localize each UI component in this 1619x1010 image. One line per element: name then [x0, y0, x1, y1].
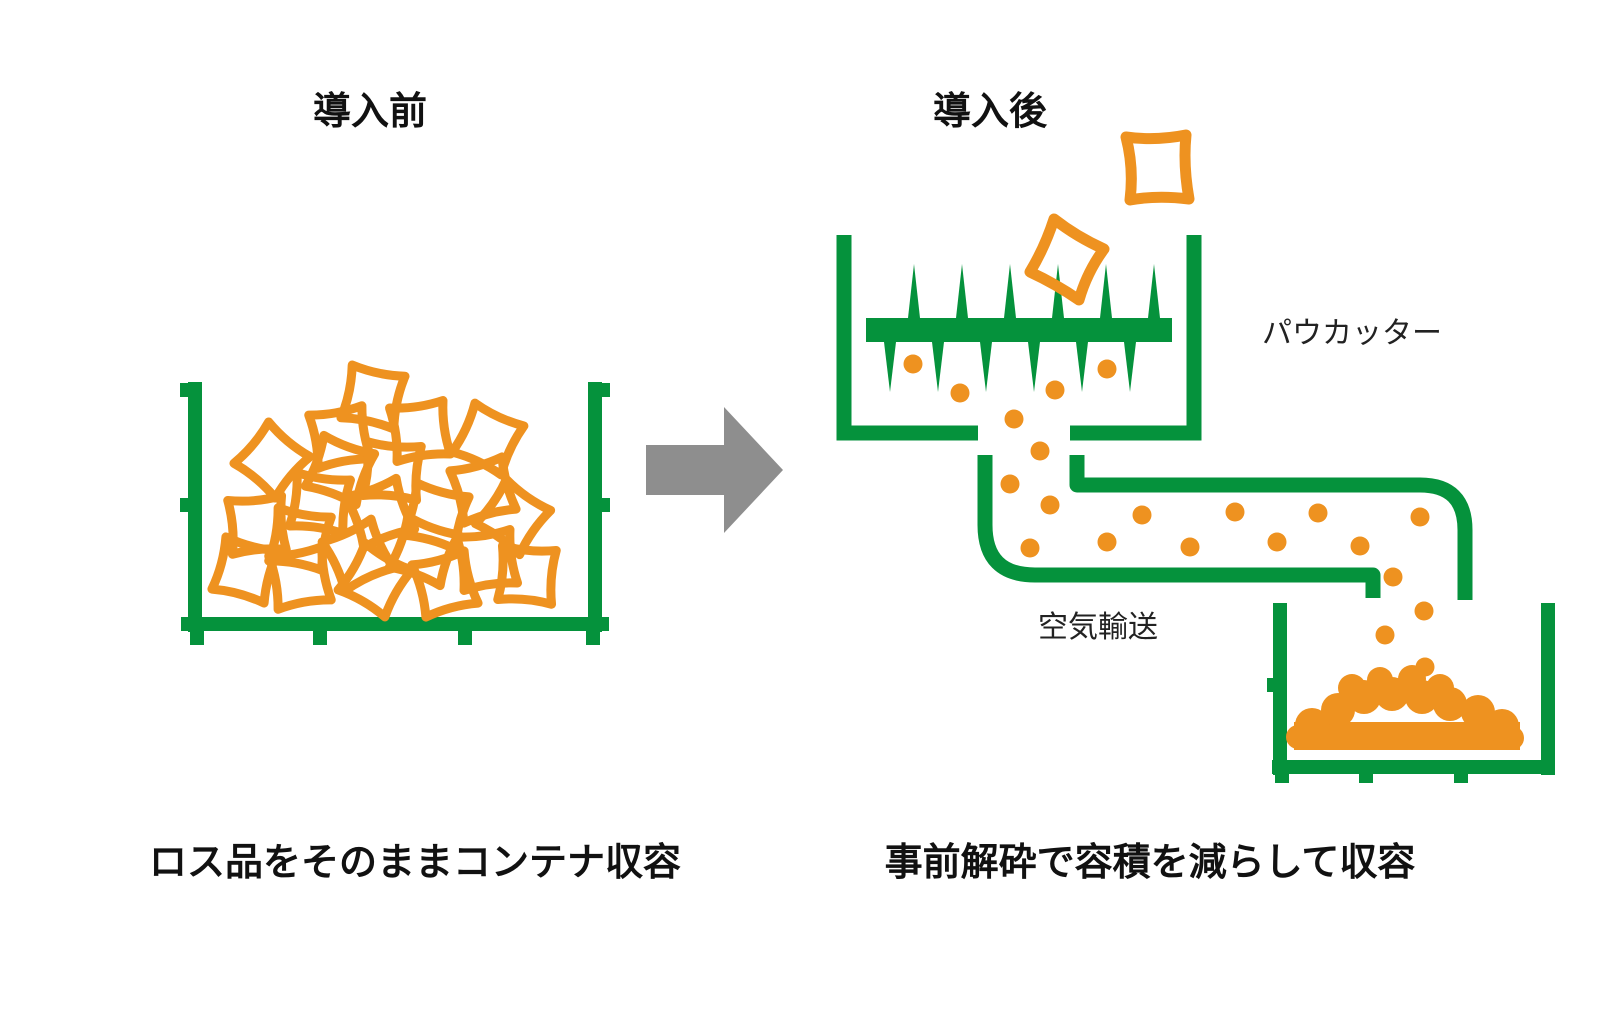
- heap-lump: [1338, 674, 1366, 702]
- before-caption: ロス品をそのままコンテナ収容: [149, 840, 681, 884]
- particle: [1180, 537, 1200, 557]
- spike-down: [1028, 342, 1040, 392]
- after-container: [1267, 603, 1555, 783]
- spike-up: [1100, 264, 1112, 318]
- heap-lump: [1367, 667, 1393, 693]
- falling-chunk-pieces: [1024, 129, 1195, 306]
- spike-down: [884, 342, 896, 392]
- right-arrow-icon: [646, 407, 783, 533]
- particle: [1375, 625, 1395, 645]
- particle: [1267, 532, 1287, 552]
- chunk-piece-top: [1120, 129, 1195, 206]
- particle: [1414, 601, 1434, 621]
- particle: [950, 383, 970, 403]
- pow-cutter: [836, 235, 1202, 441]
- particle: [1000, 474, 1020, 494]
- product-piece: [285, 468, 355, 538]
- spike-up: [1148, 264, 1160, 318]
- particle: [1225, 502, 1245, 522]
- particle: [1020, 538, 1040, 558]
- heap-lump: [1321, 693, 1355, 727]
- after-caption: 事前解砕で容積を減らして収容: [885, 840, 1416, 884]
- particle: [903, 354, 923, 374]
- product-piece: [264, 542, 336, 614]
- spike-down: [1124, 342, 1136, 392]
- spike-down: [980, 342, 992, 392]
- product-piece: [207, 532, 283, 608]
- heap-lump: [1500, 726, 1524, 750]
- spike-up: [908, 264, 920, 318]
- particle: [1097, 532, 1117, 552]
- heap-lump: [1398, 665, 1426, 693]
- product-piece: [384, 511, 464, 591]
- heap-lump: [1426, 674, 1454, 702]
- air-transport-pipe: [977, 455, 1473, 600]
- particle: [1097, 359, 1117, 379]
- chunk-piece-middle: [1024, 213, 1110, 306]
- cutter-blade-bar: [866, 318, 1172, 342]
- spike-down: [932, 342, 944, 392]
- particle: [1040, 495, 1060, 515]
- transport-label: 空気輸送: [1038, 610, 1158, 645]
- particle: [1410, 507, 1430, 527]
- product-piece: [340, 473, 420, 553]
- particle: [1030, 441, 1050, 461]
- particle: [1383, 567, 1403, 587]
- particle: [1350, 536, 1370, 556]
- product-piece: [300, 430, 380, 510]
- before-heading: 導入前: [313, 89, 427, 133]
- crushed-particles: [903, 354, 1435, 677]
- product-piece: [333, 538, 417, 622]
- cutter-spikes: [884, 264, 1160, 392]
- compacted-product-heap: [1286, 665, 1524, 750]
- spike-up: [956, 264, 968, 318]
- after-heading: 導入後: [933, 89, 1048, 133]
- cutter-label: パウカッター: [1262, 316, 1442, 351]
- heap-lump: [1286, 725, 1310, 749]
- before-container: [180, 382, 610, 645]
- particle: [1045, 380, 1065, 400]
- product-piece: [470, 474, 556, 560]
- spike-up: [1004, 264, 1016, 318]
- particle: [1004, 409, 1024, 429]
- loose-product-pile: [207, 360, 561, 622]
- product-piece: [407, 546, 483, 622]
- particle: [1308, 503, 1328, 523]
- particle: [1132, 505, 1152, 525]
- spike-down: [1076, 342, 1088, 392]
- product-piece: [493, 541, 561, 609]
